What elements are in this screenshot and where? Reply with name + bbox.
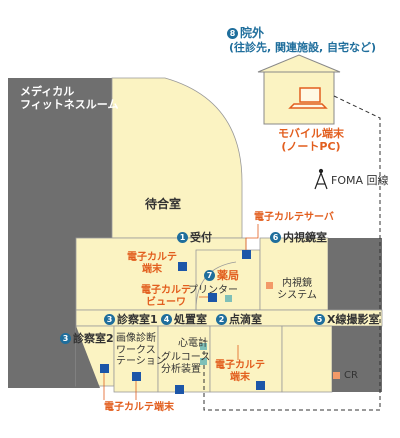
waiting-room-area xyxy=(111,77,243,239)
xray-text: X線撮影室 xyxy=(327,313,380,326)
xray-room-area xyxy=(281,325,333,393)
right-wall-bottom xyxy=(332,326,382,392)
pharmacy-number-badge: 7 xyxy=(204,270,215,281)
endoscopy-number-badge: 6 xyxy=(270,232,281,243)
reception-number-badge: 1 xyxy=(177,232,188,243)
reception-terminal-label-2: 端末 xyxy=(142,263,162,275)
glucose-analyzer-label-1: グルコース xyxy=(161,352,211,363)
server-leader xyxy=(245,224,259,252)
ehr-viewer-label-1: 電子カルテ xyxy=(141,285,191,296)
infusion-terminal-label-1: 電子カルテ xyxy=(215,360,265,371)
network-dashed-line xyxy=(203,95,381,411)
terminal-exam1 xyxy=(132,372,141,381)
endoscope-system-label: 内視鏡 システム xyxy=(270,278,324,301)
external-subtitle: (往診先, 関連施設, 自宅など) xyxy=(229,41,377,54)
lower-left-wall xyxy=(76,326,100,388)
terminal-pharmacy xyxy=(208,293,217,302)
endoscope-system-label-1: 内視鏡 xyxy=(282,278,312,289)
fitness-room-label-1: メディカル xyxy=(20,85,75,98)
waiting-room-label: 待合室 xyxy=(145,197,182,211)
treatment-text: 処置室 xyxy=(174,313,207,326)
ecg-box xyxy=(200,343,207,350)
laptop-icon xyxy=(288,87,328,109)
glucose-box xyxy=(200,358,207,365)
exam1-text: 診察室1 xyxy=(117,313,158,326)
endoscope-system-label-2: システム xyxy=(277,289,317,301)
cr-label: CR xyxy=(344,370,358,381)
external-title-text: 院外 xyxy=(240,26,265,40)
infusion-text: 点滴室 xyxy=(229,313,262,326)
treatment-number-badge: 4 xyxy=(161,314,172,325)
terminal-treatment xyxy=(175,385,184,394)
xray-number-badge: 5 xyxy=(314,314,325,325)
printer-box xyxy=(225,295,232,302)
mobile-terminal-label-2: (ノートPC) xyxy=(281,139,341,153)
terminal-infusion xyxy=(256,381,265,390)
exam2-text: 診察室2 xyxy=(73,332,114,345)
reception-text: 受付 xyxy=(190,231,212,244)
fitness-room-lower-wall xyxy=(8,120,112,388)
pharmacy-text: 薬局 xyxy=(217,269,239,282)
terminal-server xyxy=(242,250,251,259)
endoscope-system-box xyxy=(266,282,273,289)
imaging-workstation-label-2: ワークス xyxy=(116,344,156,356)
fitness-room-label: メディカル フィットネスルーム xyxy=(20,85,119,111)
house-body xyxy=(263,71,335,125)
external-number-badge: 8 xyxy=(227,28,238,39)
terminal-exam2 xyxy=(100,364,109,373)
infusion-terminal-label: 電子カルテ 端末 xyxy=(212,360,268,383)
exam1-number-badge: 3 xyxy=(104,314,115,325)
fitness-room-area xyxy=(8,78,112,120)
cr-box xyxy=(333,372,340,379)
reception-terminal-label-1: 電子カルテ xyxy=(127,252,177,263)
fitness-room-label-2: フィットネスルーム xyxy=(20,97,119,111)
mobile-terminal-label-1: モバイル端末 xyxy=(278,127,344,140)
antenna-icon xyxy=(314,168,328,190)
exam-terminal-label: 電子カルテ端末 xyxy=(104,402,174,413)
reception-terminal-label: 電子カルテ 端末 xyxy=(124,252,180,275)
imaging-workstation-label: 画像診断 ワークス テーション xyxy=(116,333,166,368)
endoscopy-room-area xyxy=(259,237,329,311)
glucose-analyzer-label-2: 分析装置 xyxy=(161,363,201,375)
endoscopy-room-text: 内視鏡室 xyxy=(283,231,327,244)
ehr-server-label: 電子カルテサーバ xyxy=(254,212,334,223)
glucose-analyzer-label: グルコース 分析装置 xyxy=(161,352,210,375)
ehr-viewer-label-2: ビューワ xyxy=(146,296,186,308)
exam2-number-badge: 3 xyxy=(60,333,71,344)
infusion-terminal-label-2: 端末 xyxy=(230,371,250,383)
right-wall-top xyxy=(328,238,382,310)
imaging-workstation-label-1: 画像診断 xyxy=(116,333,156,344)
printer-label: プリンター xyxy=(188,285,238,296)
ecg-label: 心電計 xyxy=(178,338,208,349)
ehr-viewer-label: 電子カルテ ビューワ xyxy=(131,285,201,308)
foma-label: FOMA 回線 xyxy=(331,174,389,187)
mobile-terminal-label: モバイル端末 (ノートPC) xyxy=(276,127,346,153)
infusion-number-badge: 2 xyxy=(216,314,227,325)
terminal-reception xyxy=(178,262,187,271)
infusion-room-area xyxy=(209,325,283,393)
imaging-workstation-label-3: テーション xyxy=(116,356,166,367)
house-roof xyxy=(257,54,341,73)
